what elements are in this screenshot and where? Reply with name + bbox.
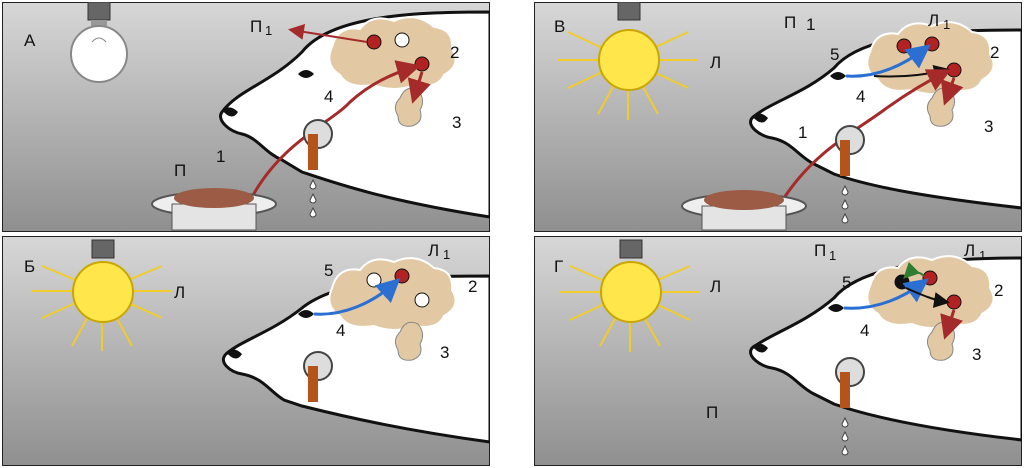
saliva-drops (309, 178, 317, 218)
label-p-sub: 1 (265, 23, 272, 38)
saliva-tube (308, 366, 318, 402)
dog-nose (752, 113, 768, 123)
label-5: 5 (324, 261, 333, 280)
light-afferent-path (843, 278, 929, 310)
label-p: П (814, 241, 826, 260)
food-afferent-path (250, 60, 421, 198)
dog-eye (298, 310, 314, 318)
label-p: П (784, 13, 796, 32)
label-4: 4 (856, 87, 865, 106)
lamp-on-icon (32, 239, 172, 351)
dog-nose (752, 343, 768, 353)
dog-eye (828, 304, 844, 312)
label-n1-top: 1 (806, 15, 815, 34)
label-lamp: Л (710, 277, 721, 296)
light-afferent-path (845, 44, 931, 78)
lamp-off-icon (70, 2, 128, 83)
brain (866, 255, 995, 329)
salivary-gland (394, 321, 424, 361)
center-2 (946, 294, 962, 310)
saliva-tube (840, 372, 850, 408)
center-l1 (394, 268, 410, 284)
label-l-sub: 1 (943, 17, 950, 32)
label-4: 4 (860, 321, 869, 340)
brain (866, 21, 995, 95)
panel-b-diagram: Б Л Л 1 5 2 3 4 (2, 236, 490, 466)
center-l1 (922, 270, 938, 286)
dog-eye (298, 70, 314, 78)
center-p1 (366, 272, 382, 288)
center-p1 (894, 274, 910, 290)
lamp-on-icon (558, 2, 698, 120)
center-2 (946, 62, 962, 78)
label-food: П (706, 403, 718, 422)
label-3: 3 (440, 343, 449, 362)
label-l: Л (928, 11, 939, 30)
panel-letter: А (24, 31, 36, 50)
label-p-sub: 1 (829, 248, 836, 263)
food (174, 188, 254, 208)
label-1: 1 (216, 147, 225, 166)
dog-nose (226, 349, 242, 359)
label-2: 2 (450, 43, 459, 62)
center-p1 (896, 38, 912, 54)
label-lamp: Л (710, 53, 721, 72)
efferent-path (940, 77, 964, 106)
panel-b: Б Л Л 1 5 2 3 4 (2, 236, 490, 466)
label-l: Л (428, 241, 439, 260)
label-3: 3 (972, 345, 981, 364)
label-4: 4 (324, 87, 333, 106)
saliva-drops (841, 416, 849, 456)
brain (328, 257, 457, 331)
label-2: 2 (994, 281, 1003, 300)
light-afferent-path (313, 277, 401, 316)
dog-eye (830, 72, 846, 80)
panel-g: Г Л П 1 Л 1 5 (534, 236, 1022, 466)
panel-v-diagram: В Л П 1 Л (534, 2, 1022, 232)
panel-a: А П 1 2 3 4 (2, 2, 490, 232)
label-2: 2 (990, 43, 999, 62)
label-l-sub: 1 (979, 248, 986, 263)
center-2 (414, 292, 430, 308)
label-food: П (174, 161, 186, 180)
label-4: 4 (336, 321, 345, 340)
saliva-drops (841, 184, 849, 224)
label-5: 5 (830, 45, 839, 64)
lamp-on-icon (560, 239, 700, 352)
link-path (905, 287, 950, 308)
center-2 (414, 56, 430, 72)
label-1: 1 (798, 123, 807, 142)
panel-v: В Л П 1 Л (534, 2, 1022, 232)
label-lamp: Л (174, 283, 185, 302)
saliva-tube (308, 134, 318, 170)
label-3: 3 (984, 117, 993, 136)
food-afferent-path (782, 69, 952, 199)
panel-letter: Г (554, 257, 563, 276)
panel-letter: Б (24, 257, 35, 276)
center-p1 (366, 34, 382, 50)
saliva-tube (840, 140, 850, 176)
label-l: Л (964, 241, 975, 260)
food (704, 190, 784, 210)
label-p: П (250, 17, 262, 36)
label-l-sub: 1 (443, 247, 450, 262)
path-to-p1 (288, 23, 368, 43)
label-3: 3 (452, 113, 461, 132)
efferent-path (407, 71, 431, 104)
temporary-connection (903, 261, 925, 279)
panel-g-diagram: Г Л П 1 Л 1 5 (534, 236, 1022, 466)
efferent-path (940, 309, 964, 340)
label-2: 2 (468, 277, 477, 296)
panel-a-diagram: А П 1 2 3 4 (2, 2, 490, 232)
panel-letter: В (554, 17, 565, 36)
center-l1 (924, 36, 940, 52)
dog-nose (222, 107, 238, 117)
label-5: 5 (842, 273, 851, 292)
center-l1 (394, 32, 410, 48)
brain (328, 16, 457, 90)
